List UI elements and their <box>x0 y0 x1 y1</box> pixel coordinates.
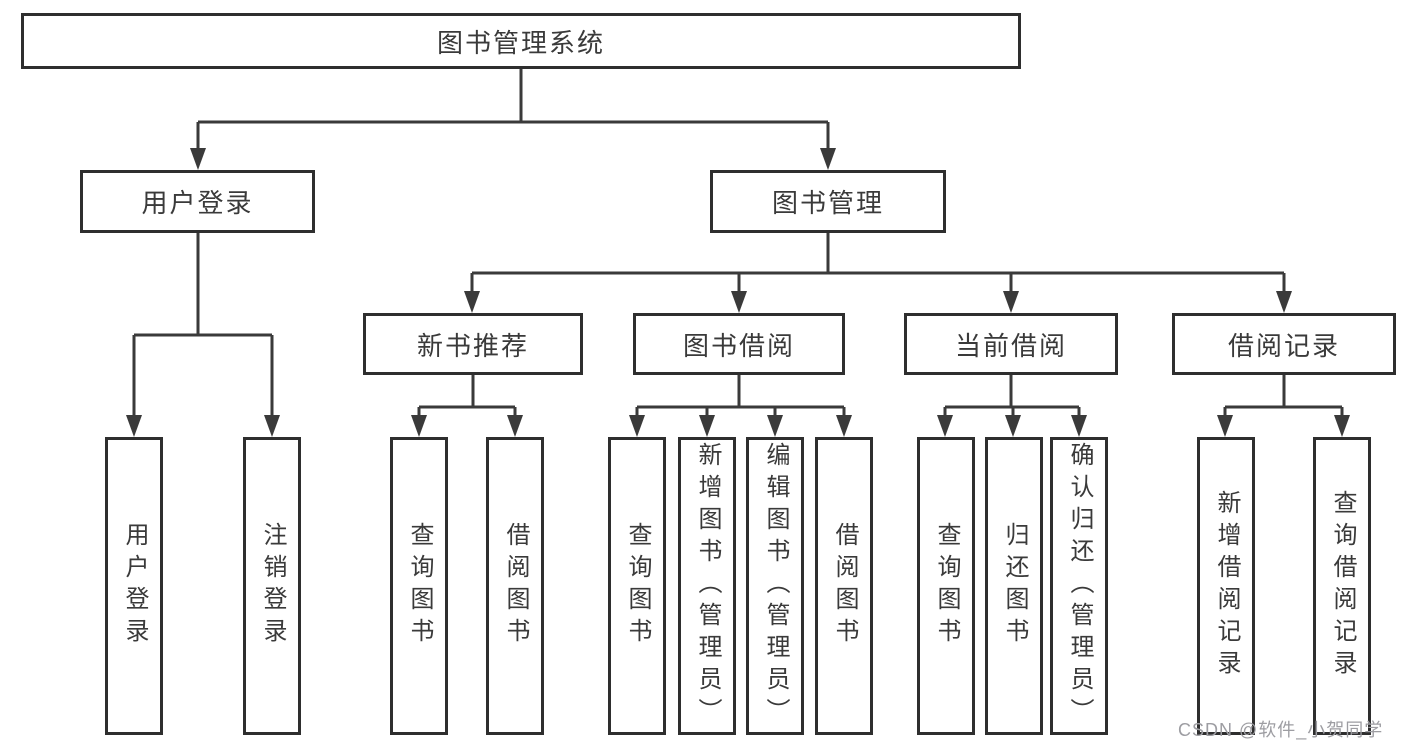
leaf-borrow-books-recommend-label: 借阅图书 <box>502 522 529 650</box>
leaf-borrow-books-borrowing: 借阅图书 <box>815 437 873 735</box>
leaf-logout-label: 注销登录 <box>259 522 286 650</box>
node-book-management-label: 图书管理 <box>771 188 884 218</box>
leaf-query-books-recommend: 查询图书 <box>390 437 448 735</box>
leaf-confirm-return-admin-label: 确认归还（管理员） <box>1066 442 1093 730</box>
leaf-query-books-borrowing: 查询图书 <box>608 437 666 735</box>
leaf-return-books-label: 归还图书 <box>1001 522 1028 650</box>
node-new-book-recommend-label: 新书推荐 <box>416 330 529 361</box>
leaf-user-login: 用户登录 <box>105 437 163 735</box>
leaf-user-login-label: 用户登录 <box>121 522 148 650</box>
leaf-return-books: 归还图书 <box>985 437 1043 735</box>
leaf-add-books-admin-label: 新增图书（管理员） <box>694 442 721 730</box>
leaf-borrow-books-recommend: 借阅图书 <box>486 437 544 735</box>
node-root: 图书管理系统 <box>21 13 1021 69</box>
leaf-add-books-admin: 新增图书（管理员） <box>678 437 736 735</box>
node-book-management: 图书管理 <box>710 170 946 233</box>
leaf-confirm-return-admin: 确认归还（管理员） <box>1050 437 1108 735</box>
node-root-label: 图书管理系统 <box>436 27 605 58</box>
leaf-edit-books-admin-label: 编辑图书（管理员） <box>762 442 789 730</box>
leaf-query-books-borrowing-label: 查询图书 <box>624 522 651 650</box>
node-borrowing-records: 借阅记录 <box>1172 313 1396 375</box>
node-borrowing-records-label: 借阅记录 <box>1227 330 1340 361</box>
node-user-login-label: 用户登录 <box>141 188 254 218</box>
leaf-borrow-books-borrowing-label: 借阅图书 <box>831 522 858 650</box>
node-current-borrowing: 当前借阅 <box>904 313 1118 375</box>
node-user-login: 用户登录 <box>80 170 315 233</box>
leaf-query-books-current: 查询图书 <box>917 437 975 735</box>
leaf-edit-books-admin: 编辑图书（管理员） <box>746 437 804 735</box>
leaf-query-borrow-record-label: 查询借阅记录 <box>1329 490 1356 682</box>
node-book-borrowing: 图书借阅 <box>633 313 845 375</box>
leaf-query-borrow-record: 查询借阅记录 <box>1313 437 1371 735</box>
leaf-add-borrow-record-label: 新增借阅记录 <box>1213 490 1240 682</box>
leaf-logout: 注销登录 <box>243 437 301 735</box>
leaf-query-books-current-label: 查询图书 <box>933 522 960 650</box>
leaf-query-books-recommend-label: 查询图书 <box>406 522 433 650</box>
arrowheads <box>126 148 1350 437</box>
watermark: CSDN @软件_小贺同学 <box>1178 720 1384 740</box>
node-new-book-recommend: 新书推荐 <box>363 313 583 375</box>
node-current-borrowing-label: 当前借阅 <box>954 330 1067 361</box>
leaf-add-borrow-record: 新增借阅记录 <box>1197 437 1255 735</box>
node-book-borrowing-label: 图书借阅 <box>682 330 795 361</box>
